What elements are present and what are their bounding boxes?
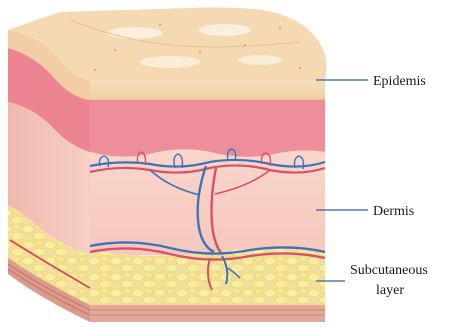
label-dermis: Dermis bbox=[373, 204, 414, 219]
front-face bbox=[90, 80, 325, 322]
label-epidermis: Epidemis bbox=[373, 74, 426, 89]
muscle-front bbox=[90, 305, 325, 322]
dermis-front bbox=[90, 149, 325, 255]
label-subcutaneous-line2: layer bbox=[376, 283, 404, 298]
dermis-upper-front bbox=[90, 100, 325, 157]
epidermis-front bbox=[90, 80, 325, 100]
label-subcutaneous-line1: Subcutaneous bbox=[350, 263, 428, 278]
